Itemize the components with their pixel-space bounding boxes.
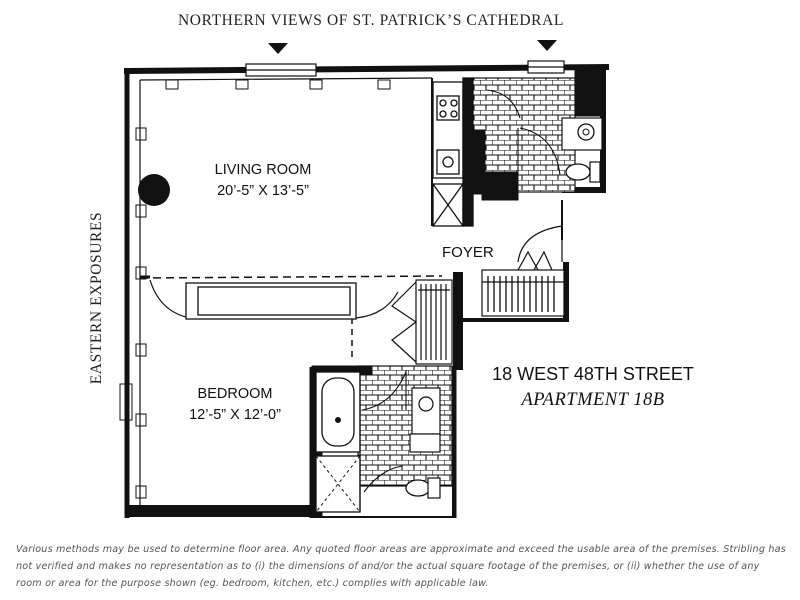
- structural-column: [138, 174, 170, 206]
- floor-plan: [119, 40, 610, 518]
- wall-column-markers: [119, 79, 391, 499]
- living-room-dimensions: 20’-5” X 13’-5”: [217, 183, 309, 199]
- foyer-label: FOYER: [442, 244, 494, 261]
- north-view-arrow-2: [537, 40, 557, 51]
- built-in-cabinet: [185, 282, 357, 320]
- upper-bathroom: [472, 69, 606, 201]
- bedroom-closet: [391, 279, 453, 365]
- foyer-closet: [481, 269, 565, 317]
- bedroom-label: BEDROOM 12’-5” X 12’-0”: [160, 384, 310, 426]
- living-room-label: LIVING ROOM 20’-5” X 13’-5”: [188, 160, 338, 202]
- north-windows: [245, 60, 565, 77]
- street-address: 18 WEST 48TH STREET: [492, 364, 694, 384]
- north-views-caption: NORTHERN VIEWS OF ST. PATRICK’S CATHEDRA…: [178, 12, 564, 29]
- north-view-arrow-1: [268, 43, 288, 54]
- living-room-name: LIVING ROOM: [214, 162, 312, 178]
- lower-bathroom: [311, 365, 453, 517]
- kitchen: [431, 77, 474, 227]
- apartment-number: APARTMENT 18B: [521, 390, 665, 410]
- foyer-door: [517, 225, 563, 271]
- bedroom-dimensions: 12’-5” X 12’-0”: [189, 407, 281, 423]
- room-divider: [139, 275, 443, 362]
- disclaimer-text: Various methods may be used to determine…: [16, 544, 786, 589]
- bedroom-name: BEDROOM: [197, 386, 273, 402]
